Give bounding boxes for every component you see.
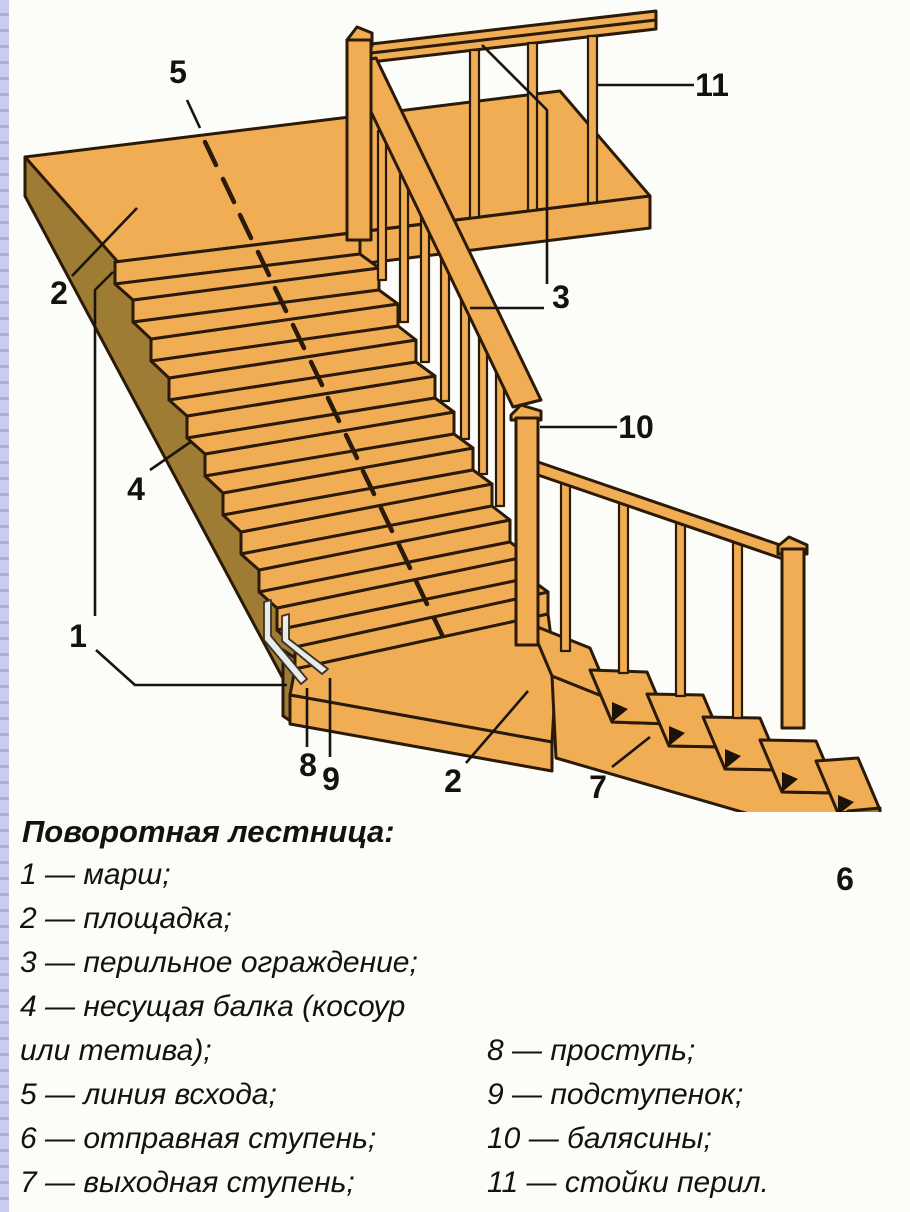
upper-handrail-edge — [370, 18, 657, 55]
legend-item-10: 10 — балясины; — [487, 1122, 712, 1155]
callout-1: 1 — [69, 618, 87, 654]
lower-flight-step-noses — [612, 702, 854, 812]
callout-10: 10 — [618, 409, 654, 445]
staircase-diagram — [23, 9, 882, 812]
railing-post-3 — [586, 34, 599, 209]
legend-column-right: 8 — проступь; 9 — подступенок; 10 — баля… — [487, 1029, 907, 1205]
callout-5: 5 — [169, 54, 187, 90]
lower-flight-end-face — [846, 806, 882, 812]
callout-6: 6 — [836, 861, 854, 897]
leader-3 — [470, 44, 549, 310]
lower-landing-slab-face — [288, 693, 554, 773]
legend-column-left: 1 — марш; 2 — площадка; 3 — перильное ог… — [20, 853, 480, 1205]
lower-flight-treads — [528, 622, 882, 812]
leader-4 — [149, 439, 193, 472]
legend-item-4b: или тетива); — [20, 1034, 212, 1067]
legend-item-6: 6 — отправная ступень; — [20, 1122, 377, 1155]
end-newel-post — [780, 547, 806, 730]
callout-2-lower: 2 — [444, 763, 462, 799]
riser-board-highlight — [281, 613, 329, 675]
railing-post-1 — [468, 48, 481, 224]
walking-line-dashes — [202, 139, 464, 678]
legend-item-9: 9 — подступенок; — [487, 1078, 744, 1111]
callout-8: 8 — [299, 747, 317, 783]
leader-5 — [185, 99, 202, 129]
mid-newel-post-cap — [509, 403, 543, 422]
legend-item-11: 11 — стойки перил. — [487, 1166, 769, 1199]
tread-board-highlight — [263, 599, 308, 685]
mid-newel-post — [514, 416, 540, 647]
legend-item-4: 4 — несущая балка (косоур — [20, 990, 406, 1023]
leader-lines — [71, 44, 694, 769]
callout-3: 3 — [552, 279, 570, 315]
callout-9: 9 — [322, 761, 340, 797]
main-flight-treads — [113, 252, 550, 649]
main-flight-risers — [113, 230, 550, 671]
leader-1 — [93, 271, 287, 687]
callout-7: 7 — [589, 769, 607, 805]
callout-2-upper: 2 — [50, 275, 68, 311]
legend-title: Поворотная лестница: — [22, 814, 395, 849]
leader-2-lower — [465, 690, 529, 764]
legend-item-3: 3 — перильное ограждение; — [20, 946, 418, 979]
callout-4: 4 — [127, 471, 145, 507]
legend-item-7: 7 — выходная ступень; — [20, 1166, 355, 1199]
legend-item-1: 1 — марш; — [20, 858, 171, 891]
scanned-page-edge — [0, 0, 9, 1212]
legend-item-8: 8 — проступь; — [487, 1034, 696, 1067]
legend-item-2: 2 — площадка; — [20, 902, 232, 935]
callout-11: 11 — [695, 67, 729, 103]
lower-flight-handrail — [536, 460, 788, 562]
railing-post-2 — [526, 41, 539, 216]
top-newel-post — [345, 38, 373, 242]
legend-item-5: 5 — линия всхода; — [20, 1078, 277, 1111]
leader-2-upper — [71, 207, 138, 277]
leader-7 — [611, 735, 651, 769]
